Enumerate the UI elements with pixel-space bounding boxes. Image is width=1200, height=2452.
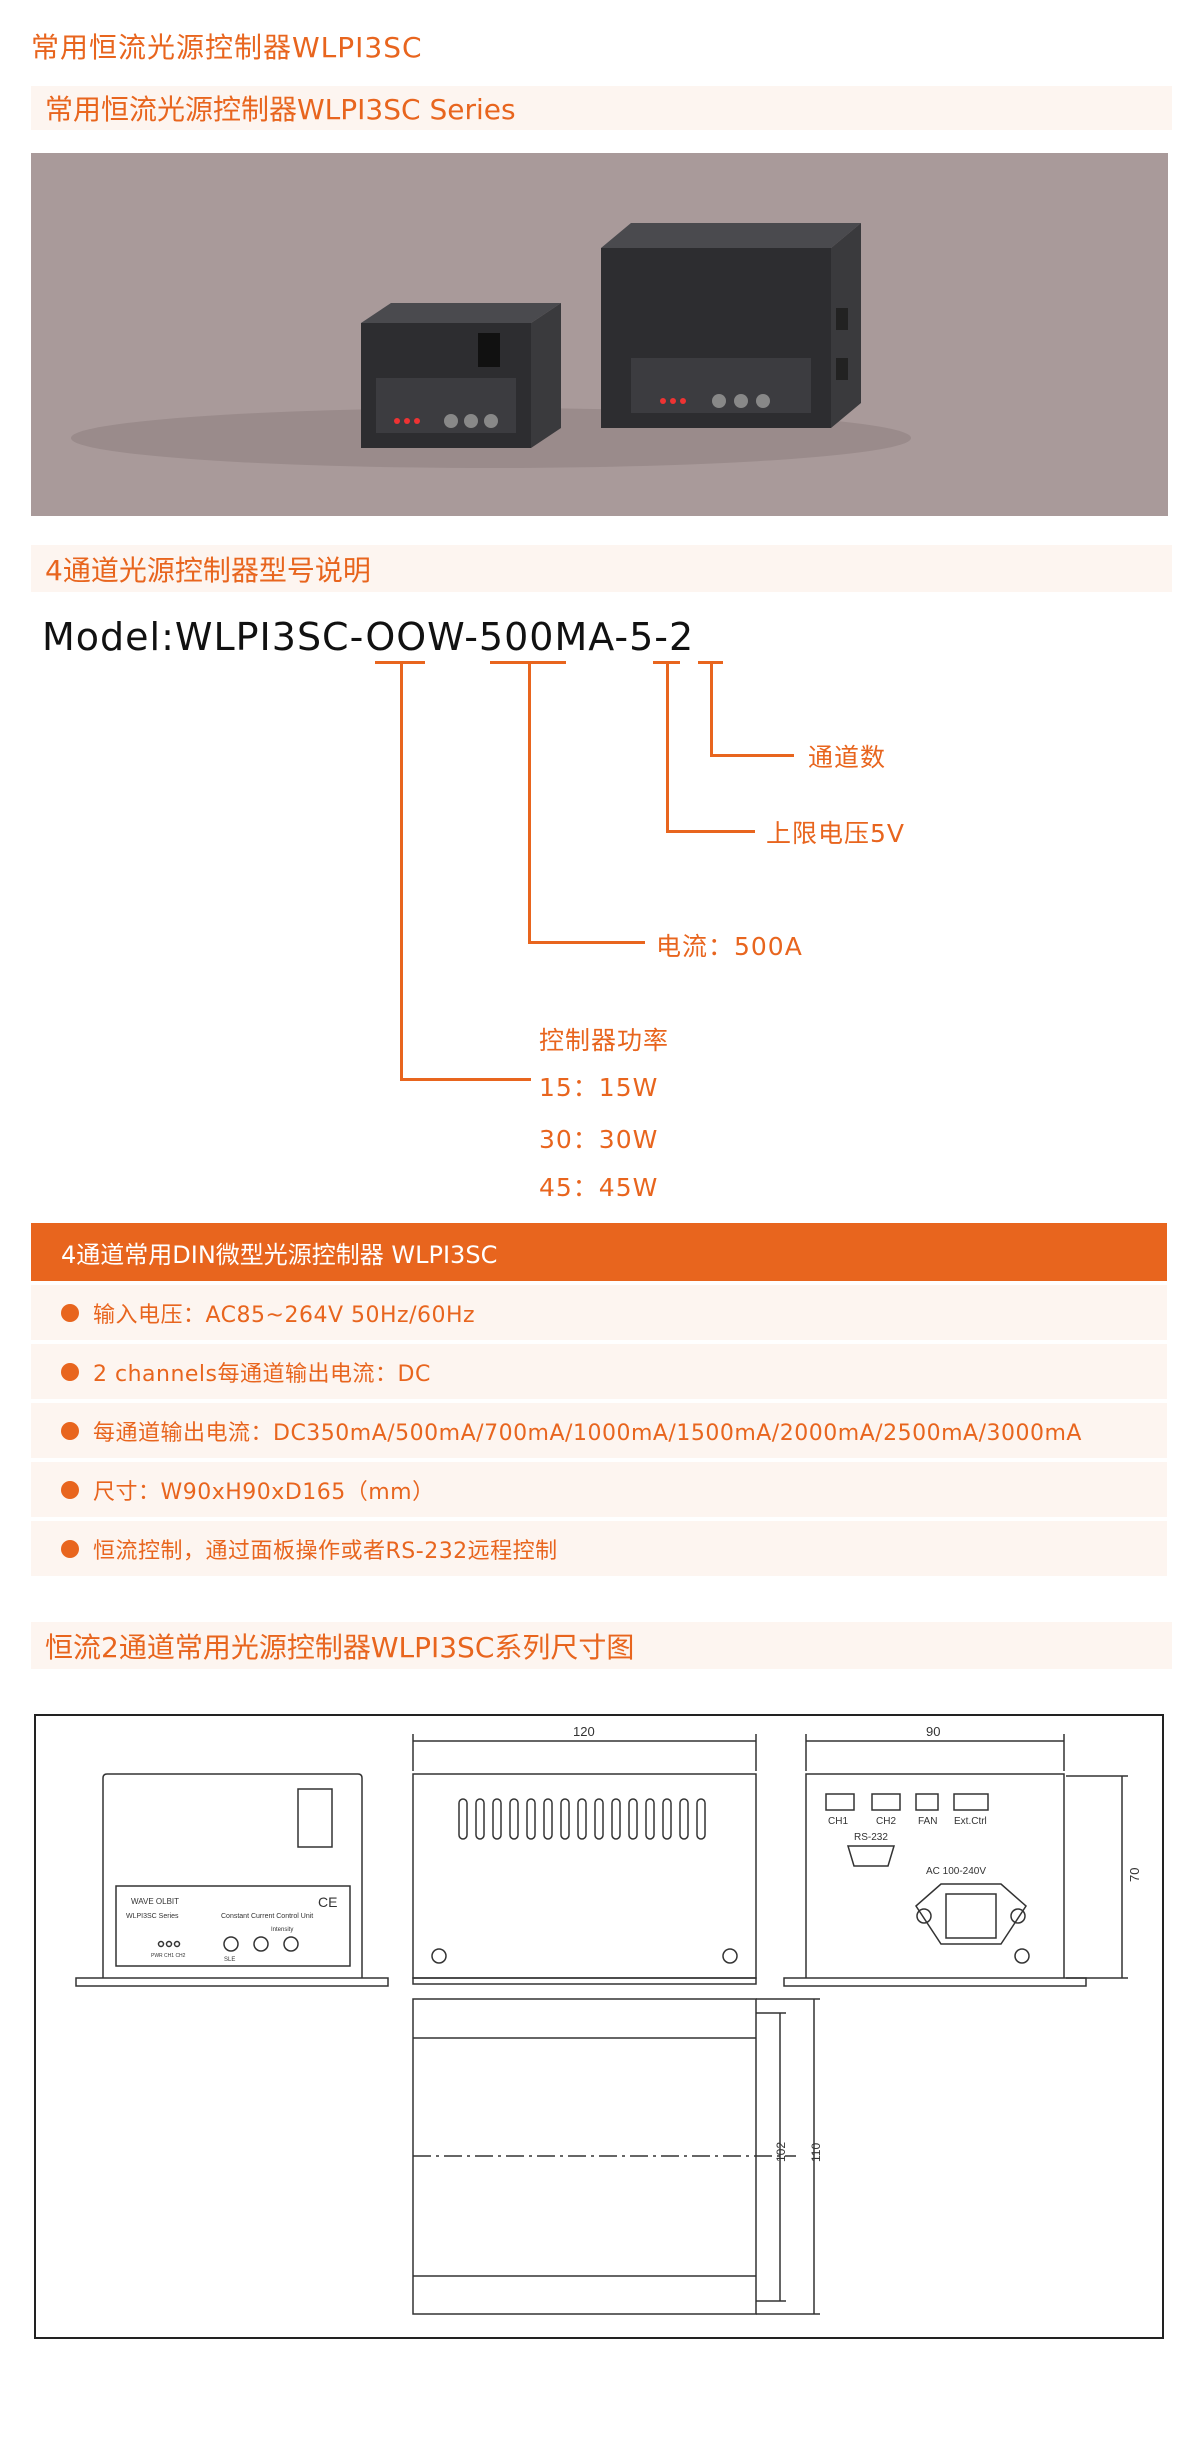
spec-header: 4通道常用DIN微型光源控制器 WLPI3SC (31, 1223, 1167, 1281)
label-power-option: 45：45W (539, 1173, 659, 1202)
model-code: Model:WLPI3SC-OOW-500MA-5-2 (42, 615, 695, 659)
vent-slot (560, 1798, 570, 1840)
svg-text:90: 90 (926, 1724, 940, 1739)
vent-slot (543, 1798, 553, 1840)
vent-slot (662, 1798, 672, 1840)
spec-item: 尺寸：W90xH90xD165（mm） (31, 1462, 1167, 1517)
label-current: 电流：500A (656, 932, 803, 961)
leader-power-h (400, 1078, 531, 1081)
vent-slot (475, 1798, 485, 1840)
svg-text:WAVE OLBIT: WAVE OLBIT (131, 1897, 179, 1906)
leader-current-v (528, 661, 531, 944)
svg-text:FAN: FAN (918, 1816, 937, 1827)
bullet-icon (61, 1480, 79, 1499)
spec-text: 输入电压：AC85~264V 50Hz/60Hz (93, 1302, 476, 1328)
bullet-icon (61, 1539, 79, 1558)
product-photo (31, 153, 1168, 516)
svg-text:SLE: SLE (224, 1957, 235, 1963)
label-power-option: 15：15W (539, 1073, 659, 1102)
spec-text: 每通道输出电流：DC350mA/500mA/700mA/1000mA/1500m… (93, 1420, 1082, 1446)
rear-view: 90 70 CH1 CH2 FAN Ext.Ctrl RS-232 AC 100… (783, 1724, 1142, 1987)
vent-slot (679, 1798, 689, 1840)
vent-slot (696, 1798, 706, 1840)
bullet-icon (61, 1421, 79, 1440)
page-title: 常用恒流光源控制器WLPI3SC (31, 31, 423, 64)
svg-text:Intensity: Intensity (271, 1927, 293, 1933)
svg-text:CH1: CH1 (828, 1816, 848, 1827)
bullet-icon (61, 1303, 79, 1322)
leader-channels-v (710, 661, 713, 757)
vent-slot (526, 1798, 536, 1840)
vent-slot (645, 1798, 655, 1840)
spec-text: 尺寸：W90xH90xD165（mm） (93, 1479, 435, 1505)
spec-item: 2 channels每通道输出电流：DC (31, 1344, 1167, 1399)
vent-slot (594, 1798, 604, 1840)
svg-text:102: 102 (774, 2142, 788, 2162)
svg-text:Constant Current Control Unit: Constant Current Control Unit (221, 1913, 313, 1920)
svg-text:70: 70 (1127, 1868, 1142, 1882)
svg-text:120: 120 (573, 1724, 595, 1739)
svg-text:AC 100-240V: AC 100-240V (926, 1866, 986, 1877)
dimension-section-heading: 恒流2通道常用光源控制器WLPI3SC系列尺寸图 (31, 1622, 1172, 1669)
vent-slot (492, 1798, 502, 1840)
leader-voltage-v (666, 661, 669, 833)
label-power-title: 控制器功率 (539, 1026, 670, 1055)
svg-text:Ext.Ctrl: Ext.Ctrl (954, 1816, 987, 1827)
spec-item: 输入电压：AC85~264V 50Hz/60Hz (31, 1285, 1167, 1340)
spec-text: 恒流控制，通过面板操作或者RS-232远程控制 (93, 1538, 558, 1564)
dimension-drawing: WAVE OLBIT WLPI3SC Series Constant Curre… (34, 1714, 1164, 2339)
svg-text:CE: CE (318, 1894, 337, 1910)
side-view: 120 (412, 1724, 757, 1985)
svg-text:WLPI3SC Series: WLPI3SC Series (126, 1913, 179, 1920)
vent-slot (611, 1798, 621, 1840)
vent-slot (458, 1798, 468, 1840)
vent-slot (628, 1798, 638, 1840)
label-voltage-limit: 上限电压5V (766, 819, 906, 848)
svg-text:CH2: CH2 (876, 1816, 896, 1827)
front-view: WAVE OLBIT WLPI3SC Series Constant Curre… (75, 1773, 389, 1987)
leader-power-v (400, 661, 403, 1081)
leader-voltage-h (666, 830, 755, 833)
vent-slot (509, 1798, 519, 1840)
label-power-option: 30：30W (539, 1125, 659, 1154)
series-heading: 常用恒流光源控制器WLPI3SC Series (31, 86, 1172, 130)
bullet-icon (61, 1362, 79, 1381)
model-section-heading: 4通道光源控制器型号说明 (31, 545, 1172, 592)
vent-slot (577, 1798, 587, 1840)
spec-text: 2 channels每通道输出电流：DC (93, 1361, 431, 1387)
leader-channels-h (710, 754, 794, 757)
svg-text:PWR CH1 CH2: PWR CH1 CH2 (151, 1953, 186, 1959)
spec-item: 恒流控制，通过面板操作或者RS-232远程控制 (31, 1521, 1167, 1576)
spec-item: 每通道输出电流：DC350mA/500mA/700mA/1000mA/1500m… (31, 1403, 1167, 1458)
svg-text:RS-232: RS-232 (854, 1832, 888, 1843)
svg-text:110: 110 (809, 2143, 823, 2162)
leader-current-h (528, 941, 645, 944)
label-channels: 通道数 (808, 743, 887, 772)
top-view: 102 110 (412, 1998, 823, 2315)
